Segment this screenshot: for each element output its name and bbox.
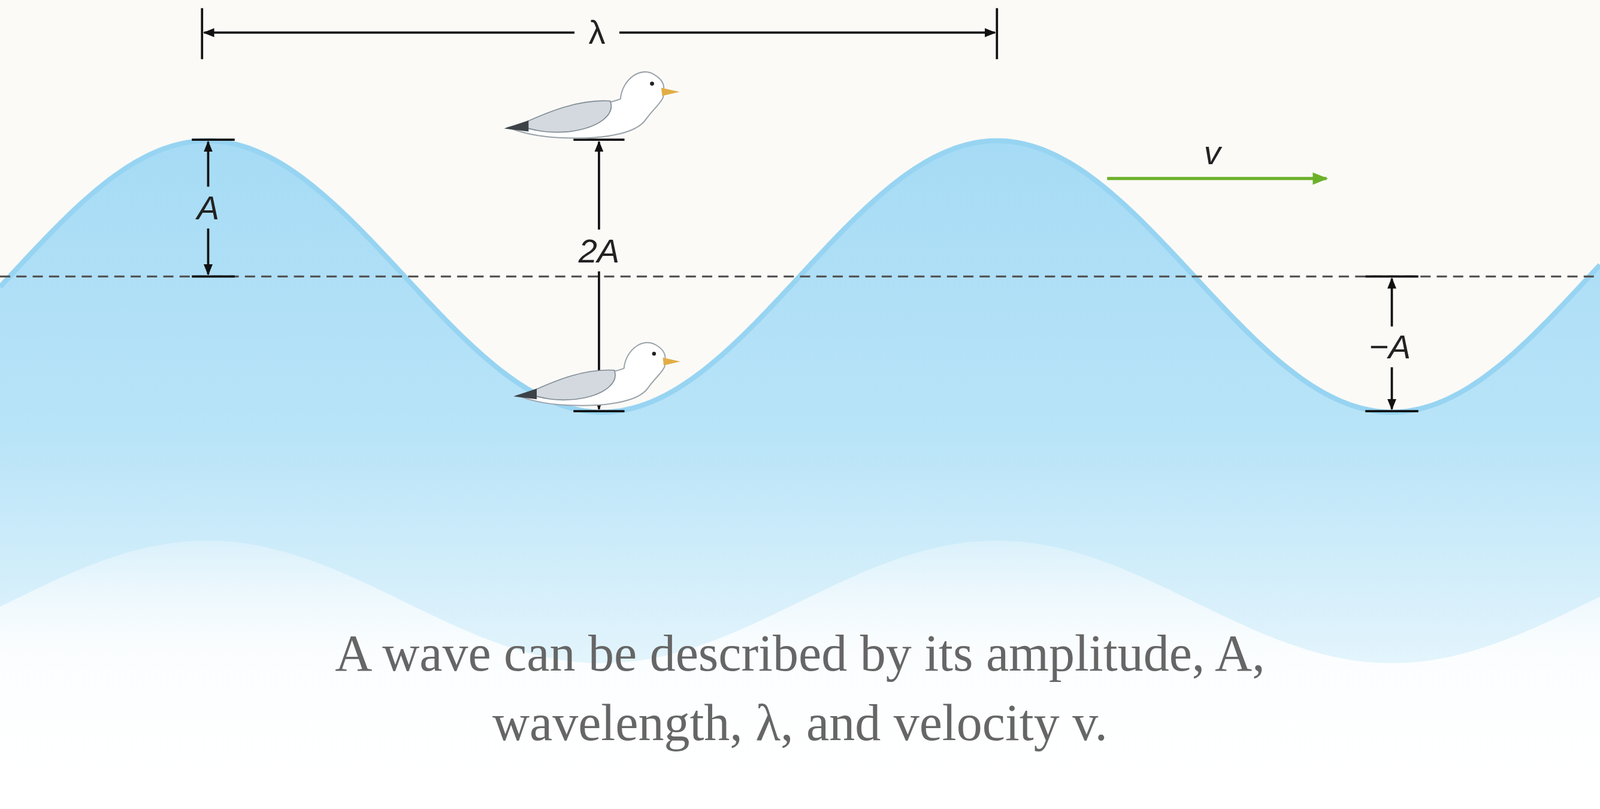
seagull: [504, 71, 680, 139]
water-shading: [0, 540, 1600, 809]
wavelength-label: λ: [588, 15, 606, 50]
water-body: [0, 140, 1600, 809]
caption: A wave can be described by its amplitude…: [332, 618, 1268, 758]
velocity-label: v: [1204, 135, 1221, 170]
dimension-lines: [191, 8, 1419, 411]
equilibrium-line: [0, 275, 1600, 278]
negative-amplitude-label: −A: [1368, 330, 1411, 364]
velocity-arrow: [1107, 176, 1327, 180]
double-amplitude-label: 2A: [578, 234, 620, 268]
amplitude-label: A: [197, 191, 220, 225]
wave-surface: [0, 140, 1600, 413]
water: [0, 140, 1600, 809]
seagull: [513, 342, 680, 406]
